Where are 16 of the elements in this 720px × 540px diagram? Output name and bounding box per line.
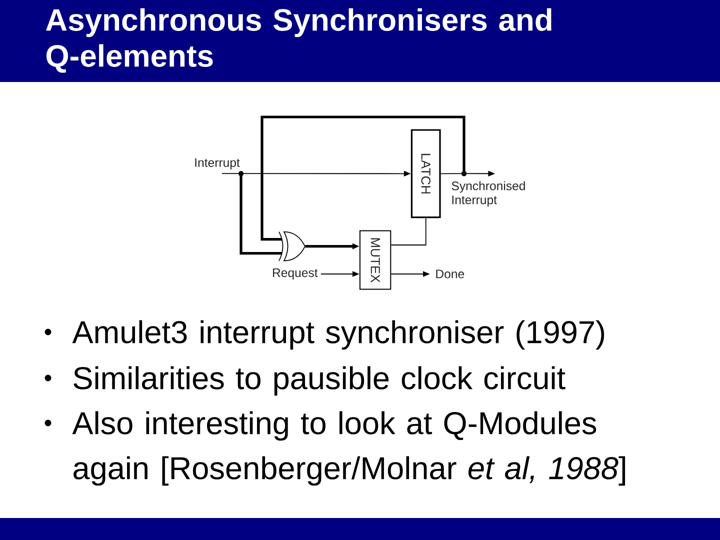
mutex-box: MUTEX [359, 230, 392, 290]
latch-box: LATCH [410, 129, 441, 218]
signal-label: Interrupt [195, 158, 240, 170]
signal-label: Request [273, 268, 318, 280]
xor-gate [278, 231, 306, 262]
signal-label: Done [436, 270, 464, 278]
signal-label: Synchronised Interrupt [452, 181, 525, 207]
bullet-text: Similarities to pausible clock circuit [74, 366, 566, 396]
title-bar: Asynchronous Synchronisers and Q-elements [0, 0, 720, 82]
wire [260, 116, 466, 241]
wire [390, 218, 426, 246]
bullet-text: Also interesting to look at Q-Modules again [Rosenberger/Molnar et al, 1988] [72, 411, 626, 486]
wire [222, 173, 242, 174]
wire [240, 174, 282, 255]
bullet-text: Amulet3 interrupt synchroniser (1997) [72, 320, 604, 350]
wire [440, 173, 464, 174]
